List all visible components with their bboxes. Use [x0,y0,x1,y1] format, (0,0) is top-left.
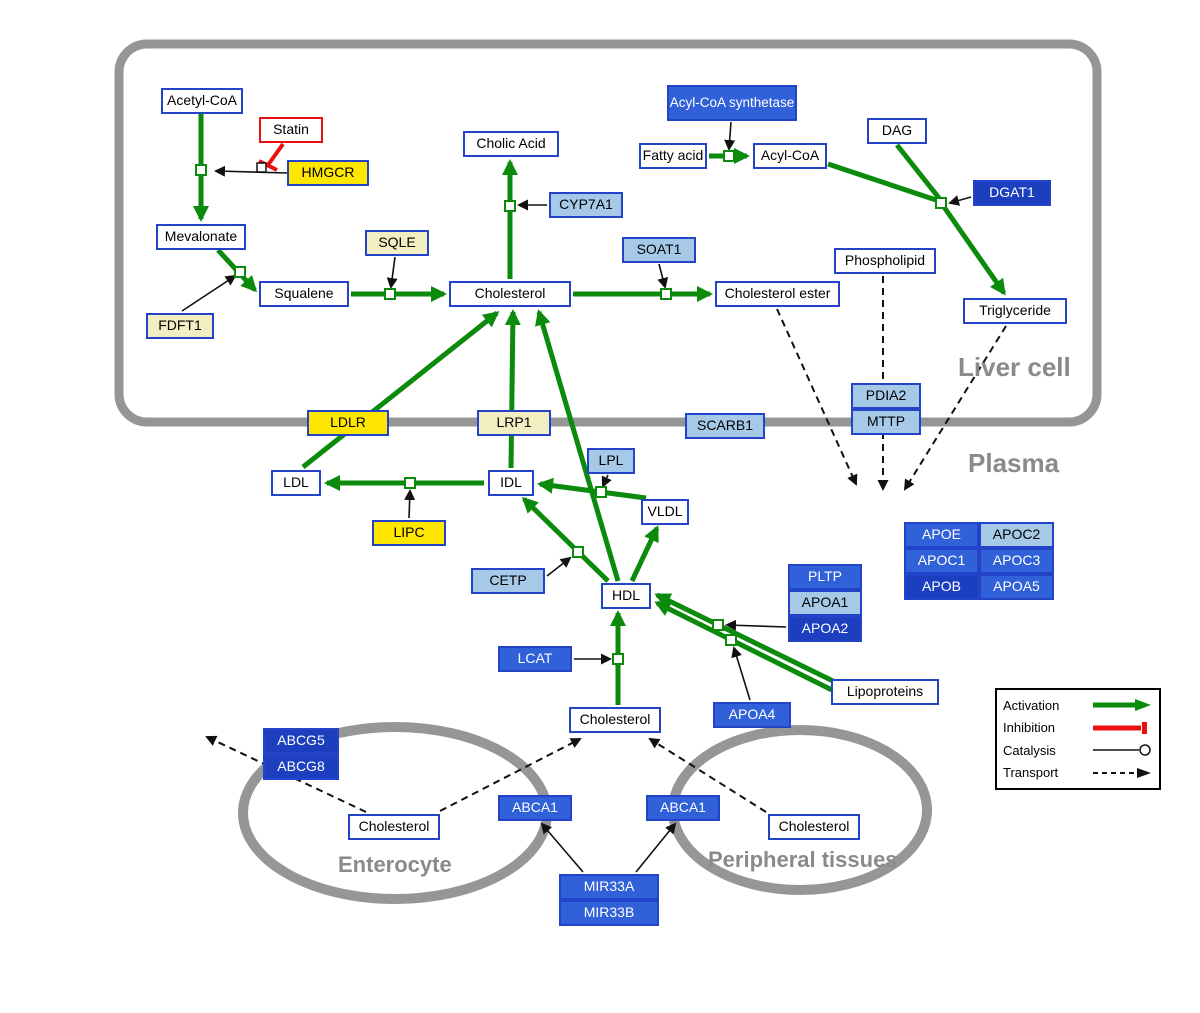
node-cholesterol-ester[interactable]: Cholesterol ester [715,281,840,307]
liver-cell-outline [114,39,1102,427]
node-idl[interactable]: IDL [488,470,534,496]
node-vldl[interactable]: VLDL [641,499,689,525]
node-cholesterol-plasma[interactable]: Cholesterol [569,707,661,733]
node-apoa2[interactable]: APOA2 [788,616,862,642]
liver-cell-label: Liver cell [958,352,1071,382]
node-apoc1[interactable]: APOC1 [904,548,979,574]
node-scarb1[interactable]: SCARB1 [685,413,765,439]
node-cholesterol-enterocyte[interactable]: Cholesterol [348,814,440,840]
node-soat1[interactable]: SOAT1 [622,237,696,263]
node-hmgcr[interactable]: HMGCR [287,160,369,186]
node-cyp7a1[interactable]: CYP7A1 [549,192,623,218]
node-fdft1[interactable]: FDFT1 [146,313,214,339]
transport-dashed-arrow-icon [1093,767,1151,778]
activation-arrow-icon [1093,699,1151,711]
node-mttp[interactable]: MTTP [851,409,921,435]
node-dgat1[interactable]: DGAT1 [973,180,1051,206]
node-lipc[interactable]: LIPC [372,520,446,546]
node-pltp[interactable]: PLTP [788,564,862,590]
node-triglyceride[interactable]: Triglyceride [963,298,1067,324]
node-sqle[interactable]: SQLE [365,230,429,256]
node-apoa1[interactable]: APOA1 [788,590,862,616]
node-apoa4[interactable]: APOA4 [713,702,791,728]
peripheral-tissues-label: Peripheral tissues [708,847,898,872]
node-acyl-coa-synthetase[interactable]: Acyl-CoA synthetase [667,85,797,121]
plasma-label: Plasma [968,448,1060,478]
legend-inhibition-label: Inhibition [1003,720,1056,736]
node-squalene[interactable]: Squalene [259,281,349,307]
node-ldl[interactable]: LDL [271,470,321,496]
catalysis-junction-square [256,162,267,173]
node-apoc3[interactable]: APOC3 [979,548,1054,574]
node-hdl[interactable]: HDL [601,583,651,609]
node-apob[interactable]: APOB [904,574,979,600]
legend-transport-label: Transport [1003,765,1059,781]
legend: Activation Inhibition Catalysis Transpor… [995,688,1161,790]
node-abca1-enterocyte[interactable]: ABCA1 [498,795,572,821]
node-mevalonate[interactable]: Mevalonate [156,224,246,250]
catalysis-circle-icon [1093,744,1151,757]
legend-transport: Transport [1003,762,1153,784]
reaction-nodes [195,150,947,665]
node-lrp1[interactable]: LRP1 [477,410,551,436]
node-phospholipid[interactable]: Phospholipid [834,248,936,274]
node-pdia2[interactable]: PDIA2 [851,383,921,409]
node-mir33a[interactable]: MIR33A [559,874,659,900]
node-mir33b[interactable]: MIR33B [559,900,659,926]
node-dag[interactable]: DAG [867,118,927,144]
node-cholesterol-liver[interactable]: Cholesterol [449,281,571,307]
node-cholic-acid[interactable]: Cholic Acid [463,131,559,157]
node-cholesterol-peripheral[interactable]: Cholesterol [768,814,860,840]
node-apoa5[interactable]: APOA5 [979,574,1054,600]
node-cetp[interactable]: CETP [471,568,545,594]
node-acetyl-coa[interactable]: Acetyl-CoA [161,88,243,114]
node-abcg5[interactable]: ABCG5 [263,728,339,754]
node-lcat[interactable]: LCAT [498,646,572,672]
legend-activation-label: Activation [1003,697,1060,713]
node-ldlr[interactable]: LDLR [307,410,389,436]
enterocyte-label: Enterocyte [338,852,452,877]
legend-activation: Activation [1003,694,1153,716]
node-fatty-acid[interactable]: Fatty acid [639,143,707,169]
node-abcg8[interactable]: ABCG8 [263,754,339,780]
node-lpl[interactable]: LPL [587,448,635,474]
node-acyl-coa[interactable]: Acyl-CoA [753,143,827,169]
inhibition-tbar-icon [1093,721,1147,734]
catalysis-edges [181,121,972,873]
legend-catalysis-label: Catalysis [1003,742,1056,758]
legend-inhibition: Inhibition [1003,717,1153,739]
node-abca1-peripheral[interactable]: ABCA1 [646,795,720,821]
legend-catalysis: Catalysis [1003,739,1153,761]
node-lipoproteins[interactable]: Lipoproteins [831,679,939,705]
node-apoc2[interactable]: APOC2 [979,522,1054,548]
node-apoe[interactable]: APOE [904,522,979,548]
node-statin[interactable]: Statin [259,117,323,143]
